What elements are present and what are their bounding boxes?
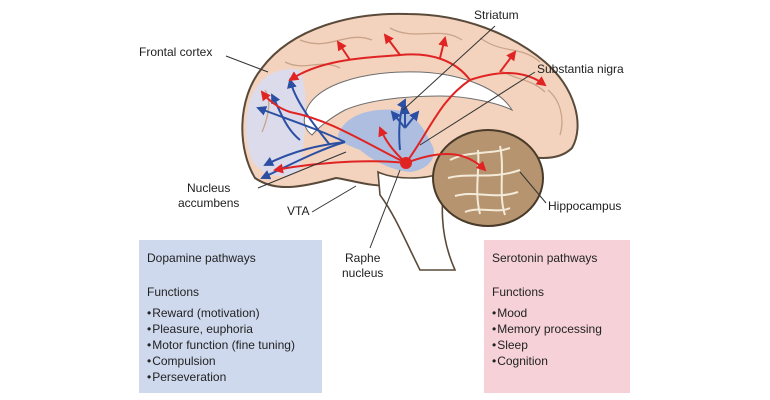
list-item: Perseveration: [147, 369, 314, 385]
list-item: Compulsion: [147, 353, 314, 369]
list-item: Pleasure, euphoria: [147, 321, 314, 337]
cerebellum: [432, 129, 544, 227]
list-item: Memory processing: [492, 321, 622, 337]
list-item: Motor function (fine tuning): [147, 337, 314, 353]
cerebellum-folia: [447, 145, 521, 216]
dopamine-pathways: [256, 78, 420, 180]
label-hippocampus: Hippocampus: [548, 199, 622, 213]
gyri-lines: [261, 27, 563, 136]
label-frontal-cortex: Frontal cortex: [139, 45, 213, 59]
list-item: Cognition: [492, 353, 622, 369]
dopamine-functions-heading: Functions: [147, 285, 200, 299]
dopamine-panel: Dopamine pathways Functions Reward (moti…: [139, 240, 322, 393]
dopamine-panel-title: Dopamine pathways: [147, 251, 256, 265]
serotonin-panel-title: Serotonin pathways: [492, 251, 598, 265]
label-vta: VTA: [287, 204, 310, 218]
brainstem: [377, 170, 457, 271]
label-nucleus-accumbens: Nucleus accumbens: [178, 181, 240, 210]
list-item: Mood: [492, 305, 622, 321]
label-substantia-nigra: Substantia nigra: [537, 62, 624, 76]
dopamine-functions-list: Reward (motivation) Pleasure, euphoria M…: [147, 305, 314, 385]
list-item: Reward (motivation): [147, 305, 314, 321]
serotonin-functions-list: Mood Memory processing Sleep Cognition: [492, 305, 622, 369]
list-item: Sleep: [492, 337, 622, 353]
leader-lines: [225, 25, 547, 249]
label-raphe-nucleus: Raphe nucleus: [342, 251, 384, 280]
serotonin-panel: Serotonin pathways Functions Mood Memory…: [484, 240, 630, 393]
serotonin-functions-heading: Functions: [492, 285, 545, 299]
label-striatum: Striatum: [474, 8, 519, 22]
